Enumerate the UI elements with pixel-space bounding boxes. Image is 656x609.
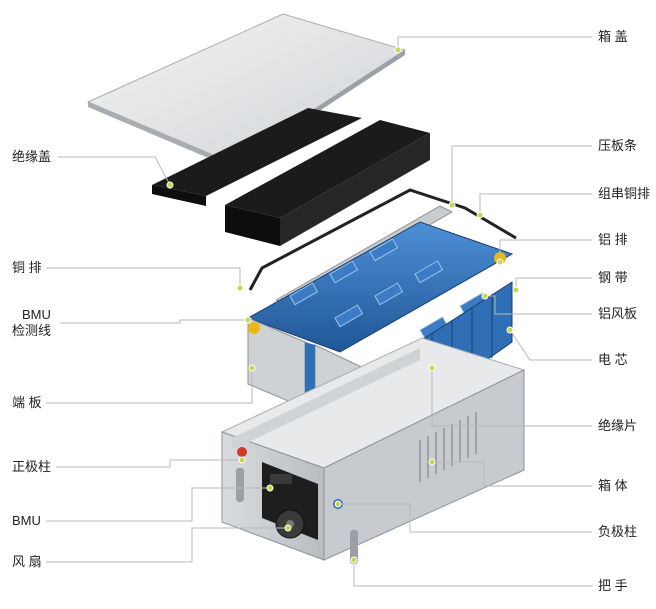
label-bmu-sense-line-1: BMU [22,307,51,322]
label-box-body: 箱 体 [598,478,628,493]
label-positive-post: 正极柱 [12,459,52,474]
label-aluminum-bar: 铝 排 [598,232,628,247]
label-aluminum-wind-plate: 铝风板 [598,306,638,321]
label-insulation-sheet: 绝缘片 [598,418,638,433]
label-handle: 把 手 [598,578,628,593]
leader-lines [46,36,592,587]
leader-dots [166,46,520,564]
label-bmu: BMU [12,513,41,528]
label-insulation-cover: 绝缘盖 [12,149,52,164]
label-series-copper-bar: 组串铜排 [598,186,651,201]
label-bmu-sense-line-2: 检测线 [12,323,52,338]
label-end-plate: 端 板 [12,395,42,410]
insulation-cover-part [152,108,430,246]
label-negative-post: 负极柱 [598,524,638,539]
label-press-bar: 压板条 [598,138,638,153]
label-box-lid: 箱 盖 [598,29,628,44]
label-steel-strap: 钢 带 [598,270,628,285]
label-copper-bar: 铜 排 [12,260,42,275]
label-fan: 风 扇 [12,554,42,569]
label-cell: 电 芯 [598,352,628,367]
